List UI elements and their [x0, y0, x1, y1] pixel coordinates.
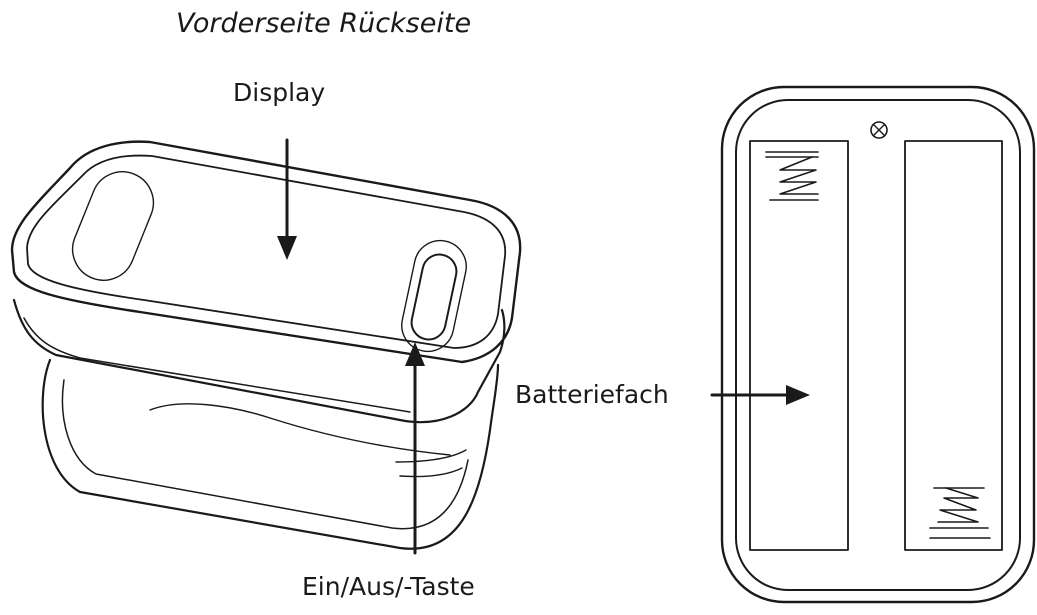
device-lid-outer — [10, 140, 522, 364]
device-lower-body — [41, 358, 500, 550]
battery-compartment-arrow — [710, 385, 810, 405]
device-front-view — [10, 140, 522, 550]
device-left-window — [71, 171, 155, 281]
device-side-seam — [399, 467, 463, 478]
battery-spring-icon — [929, 487, 991, 539]
diagram-title: Vorderseite Rückseite — [176, 8, 472, 39]
device-lower-inner — [61, 379, 469, 530]
battery-slot-right — [904, 140, 1003, 551]
power-button-label: Ein/Aus/-Taste — [302, 572, 475, 601]
battery-spring-icon — [765, 151, 819, 201]
device-upper-band-inner — [23, 317, 411, 413]
battery-compartment-label: Batteriefach — [515, 380, 669, 409]
device-finger-slot — [149, 403, 451, 456]
back-outer-shell — [720, 85, 1036, 604]
device-lid-inner — [26, 154, 507, 349]
screw-icon — [870, 121, 888, 139]
device-side-seam-2 — [395, 449, 467, 463]
power-button-arrow — [405, 342, 425, 555]
device-back-view — [720, 85, 1036, 604]
display-arrow — [277, 138, 297, 260]
power-button-outer[interactable] — [397, 236, 471, 356]
device-upper-band — [12, 298, 506, 424]
battery-slot-left — [749, 140, 849, 551]
back-inner-shell — [735, 99, 1021, 591]
power-button[interactable] — [408, 251, 459, 342]
display-label: Display — [233, 78, 326, 107]
